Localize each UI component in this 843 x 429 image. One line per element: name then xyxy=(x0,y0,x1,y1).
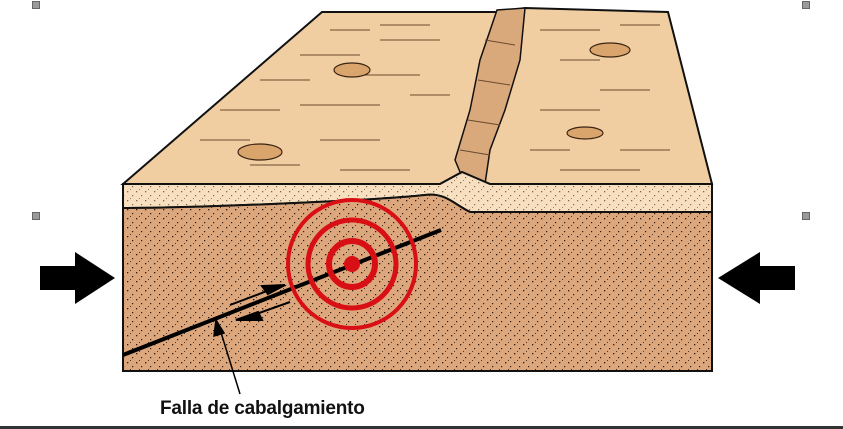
fault-slip-arrows xyxy=(229,284,291,321)
fault-line xyxy=(122,228,442,357)
fault-caption: Falla de cabalgamiento xyxy=(160,398,365,419)
surface-texture xyxy=(200,24,670,171)
selection-handle-middle-right[interactable] xyxy=(802,212,810,220)
compression-arrow-left xyxy=(40,252,115,304)
selection-handle-top-right[interactable] xyxy=(802,1,810,9)
caption-pointer-arrow xyxy=(213,317,241,395)
compression-arrow-right xyxy=(718,252,795,304)
top-surface xyxy=(120,6,714,185)
epicenter-rings xyxy=(286,198,418,330)
selection-handle-middle-left[interactable] xyxy=(32,212,40,220)
crater-mark xyxy=(237,42,631,161)
page-bottom-edge xyxy=(0,426,843,429)
selection-handle-top-left[interactable] xyxy=(32,1,40,9)
